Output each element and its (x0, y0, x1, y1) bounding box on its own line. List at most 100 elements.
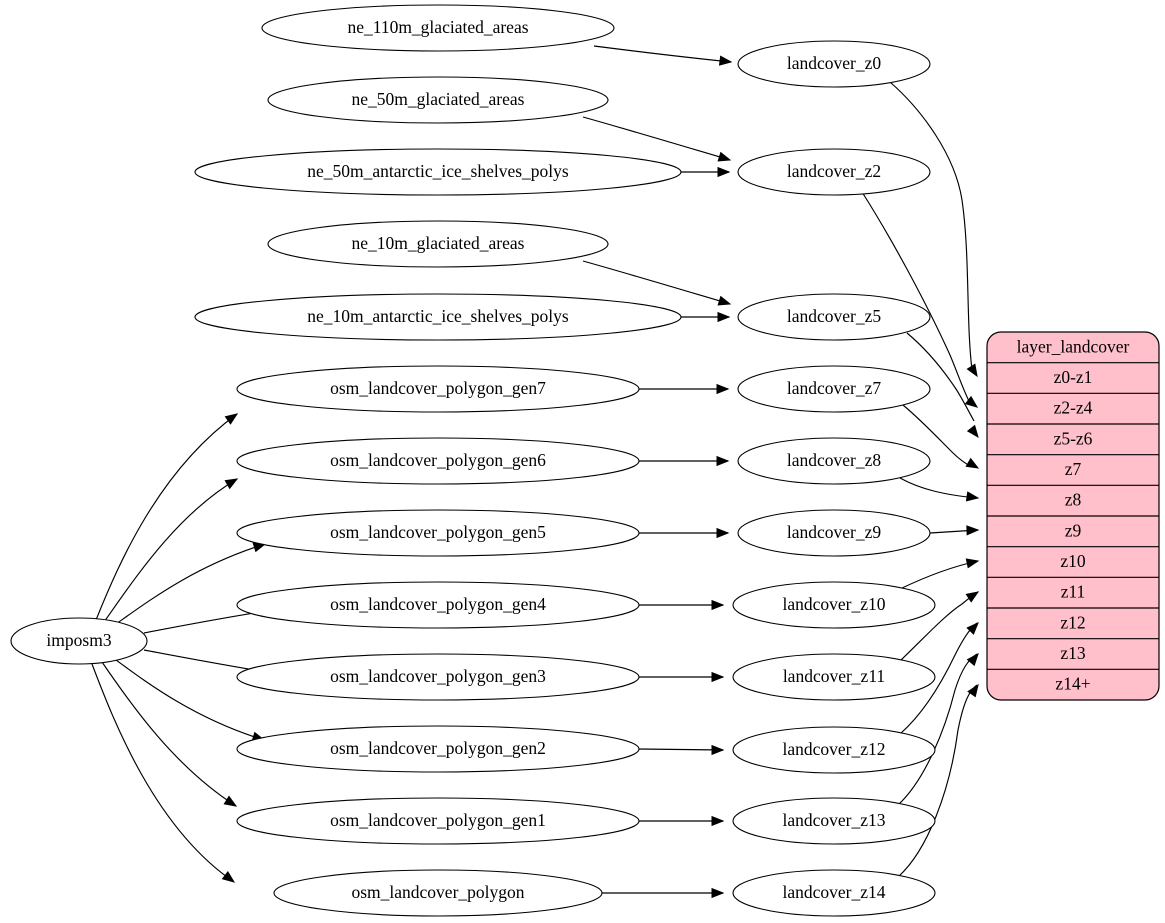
edge-arrowhead-icon (965, 457, 980, 469)
edge-arrowhead-icon (711, 599, 725, 611)
edge-imposm3-to-osm_landcover_polygon_gen1 (101, 661, 238, 807)
node-ne_10m_glaciated_areas[interactable]: ne_10m_glaciated_areas (267, 220, 609, 268)
node-label: ne_10m_glaciated_areas (352, 233, 525, 253)
node-label: landcover_z10 (782, 594, 885, 614)
table-row[interactable]: z0-z1 (1054, 367, 1093, 387)
node-shape (737, 293, 931, 341)
edge-line (861, 191, 971, 404)
table-row-label: z0-z1 (1054, 367, 1093, 387)
edge-landcover_z8-to-row_z8 (899, 477, 980, 502)
node-osm_landcover_polygon_gen2[interactable]: osm_landcover_polygon_gen2 (236, 725, 640, 773)
node-label: osm_landcover_polygon (351, 882, 524, 902)
edge-osm_landcover_polygon_gen2-to-landcover_z12 (638, 744, 725, 756)
node-label: landcover_z13 (782, 810, 885, 830)
node-shape (732, 726, 936, 774)
node-shape (267, 76, 609, 124)
table-row-label: z7 (1065, 459, 1082, 479)
node-osm_landcover_polygon_gen6[interactable]: osm_landcover_polygon_gen6 (236, 437, 640, 485)
edge-arrowhead-icon (716, 455, 730, 467)
node-landcover_z9[interactable]: landcover_z9 (737, 509, 931, 557)
edge-landcover_z14-to-row_z14 (897, 683, 979, 878)
edge-landcover_z10-to-row_z10 (899, 558, 980, 590)
edge-line (103, 478, 238, 623)
node-label: osm_landcover_polygon_gen5 (330, 522, 546, 542)
node-landcover_z5[interactable]: landcover_z5 (737, 293, 931, 341)
node-shape (194, 293, 682, 341)
table-row[interactable]: z2-z4 (1054, 398, 1093, 418)
table-row[interactable]: z9 (1065, 520, 1082, 540)
node-osm_landcover_polygon_gen3[interactable]: osm_landcover_polygon_gen3 (236, 653, 640, 701)
edge-arrowhead-icon (966, 363, 978, 378)
nodes-layer: imposm3 ne_110m_glaciated_areas ne_50m_gla… (10, 4, 936, 917)
table-row-label: z9 (1065, 520, 1082, 540)
edge-line (91, 663, 235, 883)
node-landcover_z12[interactable]: landcover_z12 (732, 726, 936, 774)
node-label: osm_landcover_polygon_gen6 (330, 450, 546, 470)
node-landcover_z14[interactable]: landcover_z14 (732, 869, 936, 917)
node-shape (737, 509, 931, 557)
node-landcover_z8[interactable]: landcover_z8 (737, 437, 931, 485)
edge-line (899, 560, 979, 590)
table-row[interactable]: z13 (1060, 643, 1086, 663)
node-shape (737, 40, 931, 88)
edge-arrowhead-icon (966, 525, 980, 536)
edge-landcover_z12-to-row_z12 (899, 622, 979, 735)
edge-arrowhead-icon (221, 870, 236, 883)
table-row-label: z5-z6 (1054, 428, 1093, 448)
node-osm_landcover_polygon[interactable]: osm_landcover_polygon (273, 869, 603, 917)
node-label: osm_landcover_polygon_gen1 (330, 810, 546, 830)
edge-osm_landcover_polygon_gen7-to-landcover_z7 (639, 383, 730, 395)
node-landcover_z10[interactable]: landcover_z10 (732, 581, 936, 629)
edge-arrowhead-icon (966, 424, 979, 439)
node-shape (273, 869, 603, 917)
node-landcover_z7[interactable]: landcover_z7 (737, 365, 931, 413)
edge-arrowhead-icon (717, 151, 732, 162)
node-landcover_z0[interactable]: landcover_z0 (737, 40, 931, 88)
node-label: osm_landcover_polygon_gen7 (330, 378, 546, 398)
table-row[interactable]: z11 (1061, 582, 1086, 602)
table-row[interactable]: z14+ (1055, 674, 1090, 694)
edge-arrowhead-icon (717, 295, 732, 306)
table-row[interactable]: z12 (1060, 612, 1085, 632)
node-label: landcover_z7 (787, 378, 882, 398)
edge-landcover_z13-to-row_z13 (897, 652, 979, 806)
table-layer_landcover[interactable]: layer_landcover z0-z1 z2-z4 z5-z6 z7 z8 z9 z10 z… (986, 331, 1160, 701)
node-osm_landcover_polygon_gen7[interactable]: osm_landcover_polygon_gen7 (236, 365, 640, 413)
node-label: ne_10m_antarctic_ice_shelves_polys (307, 306, 569, 326)
node-shape (236, 509, 640, 557)
node-ne_10m_antarctic_ice_shelves_polys[interactable]: ne_10m_antarctic_ice_shelves_polys (194, 293, 682, 341)
node-osm_landcover_polygon_gen1[interactable]: osm_landcover_polygon_gen1 (236, 797, 640, 845)
node-landcover_z11[interactable]: landcover_z11 (732, 653, 936, 701)
edge-landcover_z0-to-row_z0_z1 (889, 81, 978, 378)
node-ne_50m_glaciated_areas[interactable]: ne_50m_glaciated_areas (267, 76, 609, 124)
edge-ne_110m_glaciated_areas-to-landcover_z0 (593, 45, 733, 66)
table-row-label: z8 (1065, 490, 1082, 510)
node-landcover_z2[interactable]: landcover_z2 (737, 148, 931, 196)
edge-line (638, 748, 724, 751)
edge-arrowhead-icon (718, 55, 733, 66)
node-ne_50m_antarctic_ice_shelves_polys[interactable]: ne_50m_antarctic_ice_shelves_polys (194, 148, 682, 196)
node-osm_landcover_polygon_gen4[interactable]: osm_landcover_polygon_gen4 (236, 581, 640, 629)
edge-line (582, 116, 731, 161)
node-shape (236, 725, 640, 773)
node-imposm3[interactable]: imposm3 (10, 617, 148, 665)
edge-arrowhead-icon (716, 383, 730, 395)
edge-line (902, 404, 973, 468)
edge-imposm3-to-osm_landcover_polygon (91, 663, 236, 883)
edge-osm_landcover_polygon_gen5-to-landcover_z9 (639, 527, 730, 539)
table-row[interactable]: z5-z6 (1054, 428, 1093, 448)
table-row[interactable]: z7 (1065, 459, 1082, 479)
edge-line (889, 81, 973, 371)
table-header-label: layer_landcover (1017, 336, 1130, 356)
edge-arrowhead-icon (965, 558, 980, 569)
node-ne_110m_glaciated_areas[interactable]: ne_110m_glaciated_areas (261, 4, 615, 52)
edge-arrowhead-icon (717, 166, 731, 178)
node-label: osm_landcover_polygon_gen3 (330, 666, 546, 686)
edge-ne_10m_antarctic_ice_shelves_polys-to-landcover_z5 (681, 311, 731, 323)
table-row[interactable]: z8 (1065, 490, 1082, 510)
node-landcover_z13[interactable]: landcover_z13 (732, 797, 936, 845)
node-osm_landcover_polygon_gen5[interactable]: osm_landcover_polygon_gen5 (236, 509, 640, 557)
table-row[interactable]: z10 (1060, 551, 1086, 571)
edge-arrowhead-icon (717, 311, 731, 323)
node-label: imposm3 (46, 630, 111, 650)
